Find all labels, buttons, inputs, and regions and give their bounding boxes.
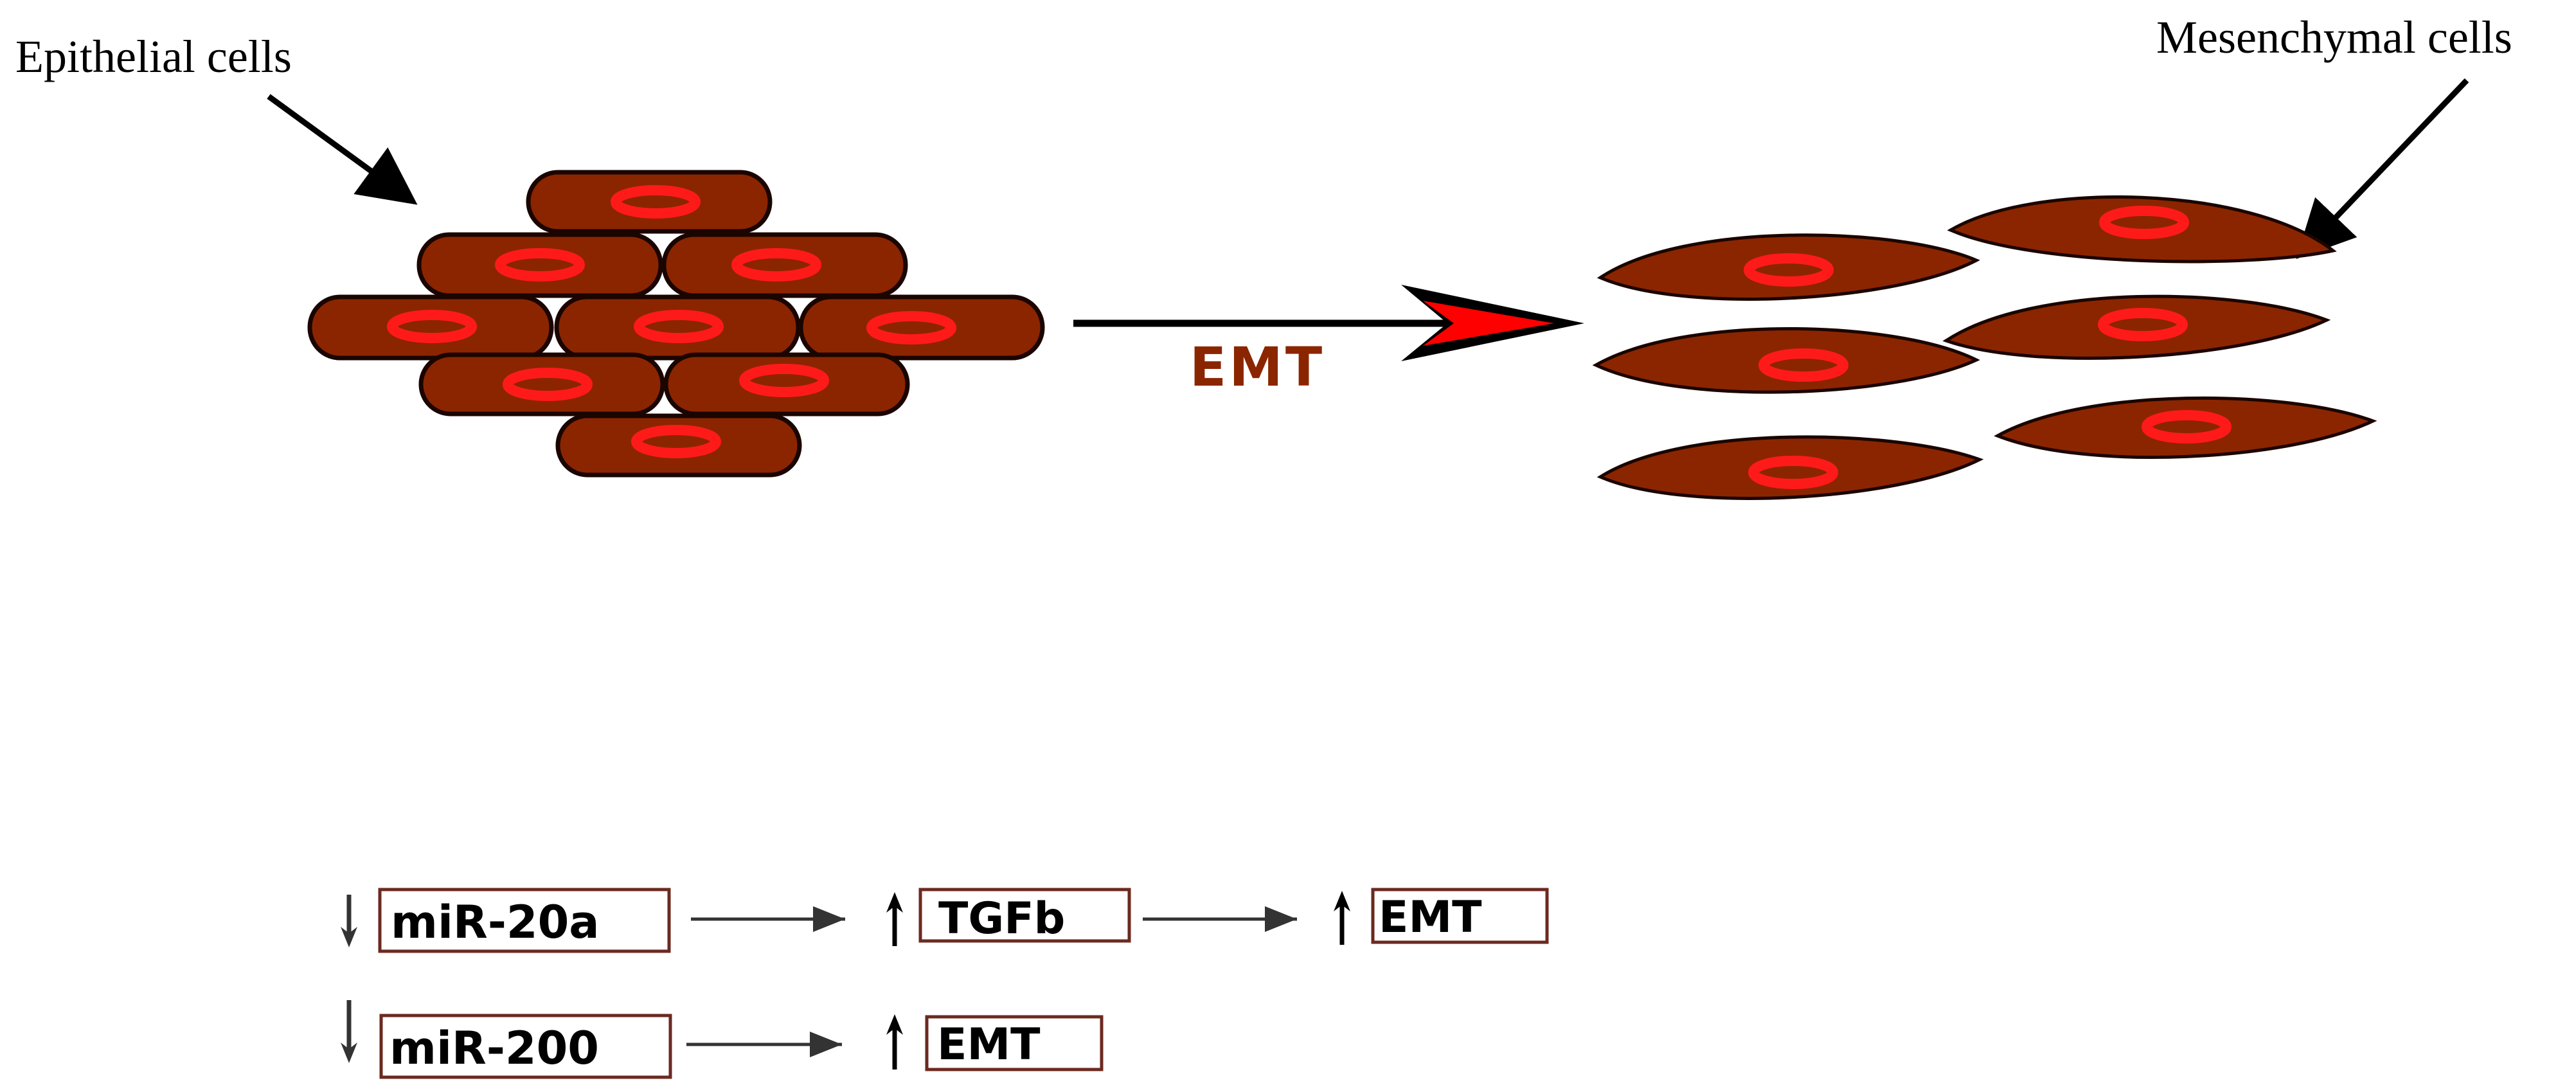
nucleus	[739, 364, 829, 397]
mesenchymal-nuclei	[1744, 206, 2232, 489]
down-arrow-icon	[341, 1000, 357, 1063]
nucleus	[866, 311, 956, 345]
emt-label: EMT	[1190, 336, 1325, 398]
emt-box	[1371, 888, 1549, 944]
emt-box-label: EMT	[1379, 892, 1482, 943]
mesenchymal-cell-group	[1592, 195, 2377, 500]
nucleus	[1744, 253, 1834, 287]
tgfb-box	[918, 888, 1131, 943]
nucleus	[495, 248, 585, 282]
mesenchymal-pointer-arrow	[2296, 78, 2469, 260]
nucleus	[611, 185, 701, 219]
epithelial-pointer-arrow	[267, 94, 418, 205]
tgfb-label: TGFb	[938, 893, 1065, 944]
pathway-row-mir-20a: miR-20a TGFb EMT	[341, 888, 1549, 953]
up-arrow-icon	[1334, 891, 1350, 945]
nucleus	[1748, 456, 1838, 489]
mir-20a-label: miR-20a	[391, 896, 600, 949]
emt-box-label: EMT	[937, 1019, 1041, 1070]
mir-20a-box	[378, 888, 671, 953]
emt-box	[925, 1015, 1104, 1071]
nucleus	[731, 248, 821, 282]
nucleus	[1758, 348, 1848, 382]
nucleus	[631, 425, 721, 458]
epithelial-cell-cluster	[307, 170, 1045, 478]
down-arrow-icon	[341, 895, 357, 947]
up-arrow-icon	[886, 1014, 903, 1070]
mesenchymal-label: Mesenchymal cells	[2156, 12, 2512, 63]
nucleus	[2099, 206, 2189, 239]
emt-transition-arrow	[1073, 285, 1584, 361]
nucleus	[2142, 410, 2232, 443]
nucleus	[387, 310, 477, 343]
epithelial-label: Epithelial cells	[15, 31, 292, 82]
epithelial-nuclei	[387, 185, 956, 458]
pathway-row-mir-200: miR-200 EMT	[341, 1000, 1104, 1079]
mir-200-box	[379, 1014, 672, 1079]
nucleus	[2098, 308, 2188, 341]
up-arrow-icon	[886, 892, 903, 946]
nucleus	[634, 310, 724, 343]
mir-200-label: miR-200	[389, 1022, 599, 1075]
nucleus	[503, 368, 593, 401]
